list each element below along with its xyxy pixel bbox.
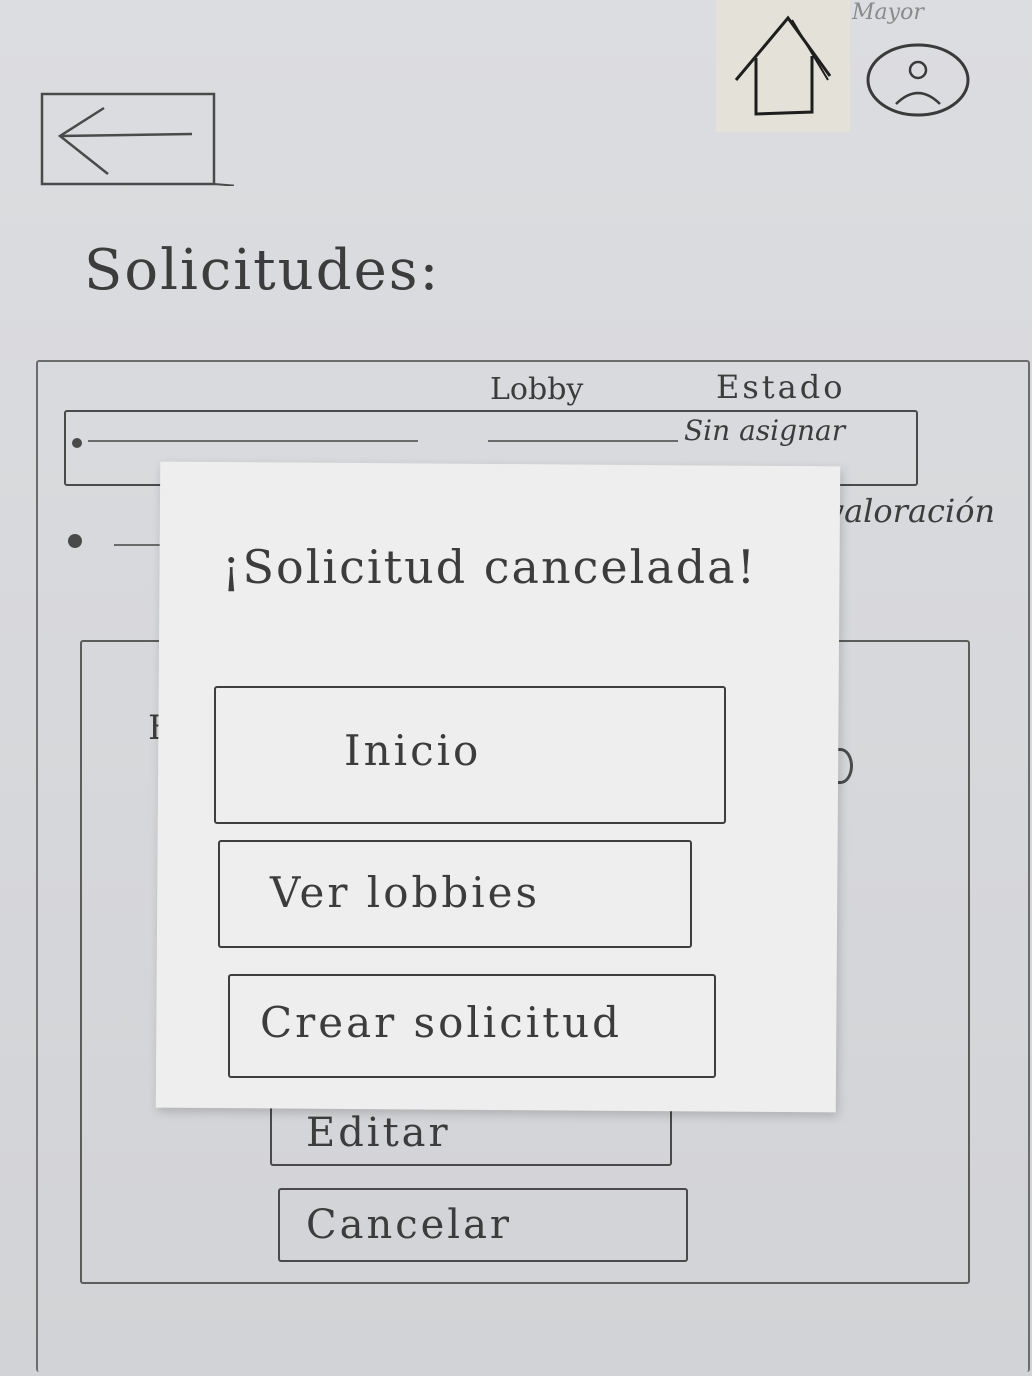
detail-partial-icon — [828, 748, 853, 784]
row-lobby-placeholder-line — [488, 440, 678, 442]
row-bullet — [68, 534, 82, 548]
row-placeholder-line — [88, 440, 418, 442]
create-request-button[interactable]: Crear solicitud — [228, 974, 716, 1078]
home-icon — [734, 15, 832, 116]
create-request-button-label: Crear solicitud — [260, 998, 623, 1047]
arrow-left-icon — [40, 92, 239, 187]
sad-face-avatar-icon[interactable] — [866, 42, 970, 118]
modal-title: ¡Solicitud cancelada! — [222, 540, 758, 594]
view-lobbies-button[interactable]: Ver lobbies — [218, 840, 692, 948]
view-lobbies-button-label: Ver lobbies — [270, 868, 541, 917]
valoracion-label: valoración — [826, 492, 996, 530]
home-nav-button[interactable]: Inicio — [214, 686, 726, 824]
page-title: Solicitudes: — [84, 238, 441, 303]
back-button[interactable] — [34, 90, 239, 187]
home-nav-button-label: Inicio — [344, 726, 482, 775]
column-header-lobby: Lobby — [490, 372, 584, 407]
edit-button-label: Editar — [306, 1110, 451, 1156]
user-name-label: Mayor — [852, 0, 924, 25]
row-status: Sin asignar — [684, 414, 846, 447]
edit-button[interactable]: Editar — [270, 1106, 672, 1166]
requests-panel — [36, 360, 1030, 1372]
cancel-button-label: Cancelar — [306, 1202, 513, 1248]
column-header-estado: Estado — [716, 368, 846, 406]
home-button[interactable] — [716, 0, 850, 132]
cancel-button[interactable]: Cancelar — [278, 1188, 688, 1262]
row-bullet — [72, 438, 82, 448]
row-placeholder-line — [114, 544, 174, 546]
